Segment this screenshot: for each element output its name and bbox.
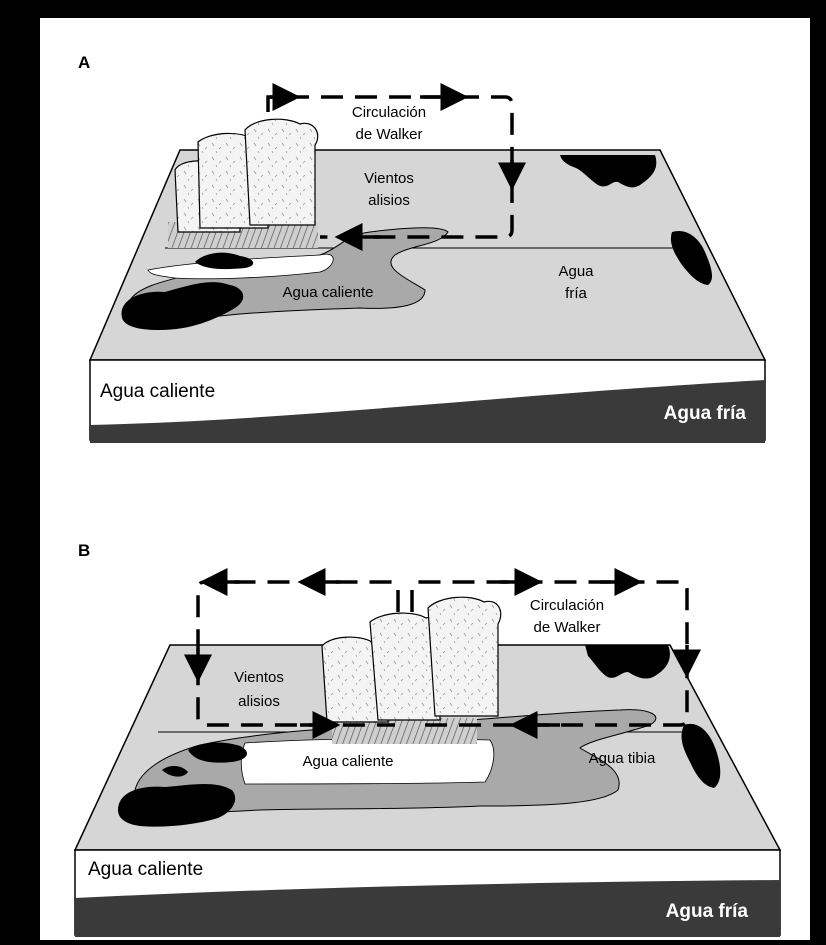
walker-circulation-loop [266, 95, 514, 239]
cold-water-layer [90, 380, 765, 443]
land-island [195, 252, 254, 270]
panel-letter: B [78, 541, 90, 560]
land-east-south [670, 230, 712, 285]
walker-label-line1: Circulación [352, 104, 426, 121]
cold-surface-label-line1: Agua [558, 263, 594, 280]
cloud-3 [244, 118, 319, 226]
cloud-3 [427, 596, 502, 717]
section-warm-label: Agua caliente [88, 859, 203, 880]
winds-label-line1: Vientos [364, 170, 414, 187]
walker-label-line2: de Walker [534, 619, 601, 636]
walker-label-line2: de Walker [356, 126, 423, 143]
warm-pool-label: Agua caliente [283, 284, 374, 301]
land-west [121, 282, 244, 330]
land-island [188, 742, 247, 763]
walker-label-line1: Circulación [530, 597, 604, 614]
winds-label-line1: Vientos [234, 669, 284, 686]
section-cold-label: Agua fría [666, 901, 749, 922]
panel-a: A Circulación de Walker V [78, 53, 767, 443]
panel-b: B Circulación [73, 541, 782, 937]
land-east-north [585, 645, 670, 679]
land-island-small [162, 766, 188, 777]
section-cold-label: Agua fría [664, 403, 747, 424]
warm-pool-label: Agua caliente [303, 753, 394, 770]
cold-surface-label-line2: fría [565, 285, 587, 302]
panel-letter: A [78, 53, 90, 72]
section-warm-label: Agua caliente [100, 381, 215, 402]
land-east-north [560, 155, 657, 188]
cold-water-layer [75, 880, 780, 937]
land-east-south [681, 723, 721, 788]
winds-label-line2: alisios [368, 192, 410, 209]
winds-label-line2: alisios [238, 693, 280, 710]
land-west [118, 783, 236, 827]
tepid-water-label: Agua tibia [589, 750, 656, 767]
